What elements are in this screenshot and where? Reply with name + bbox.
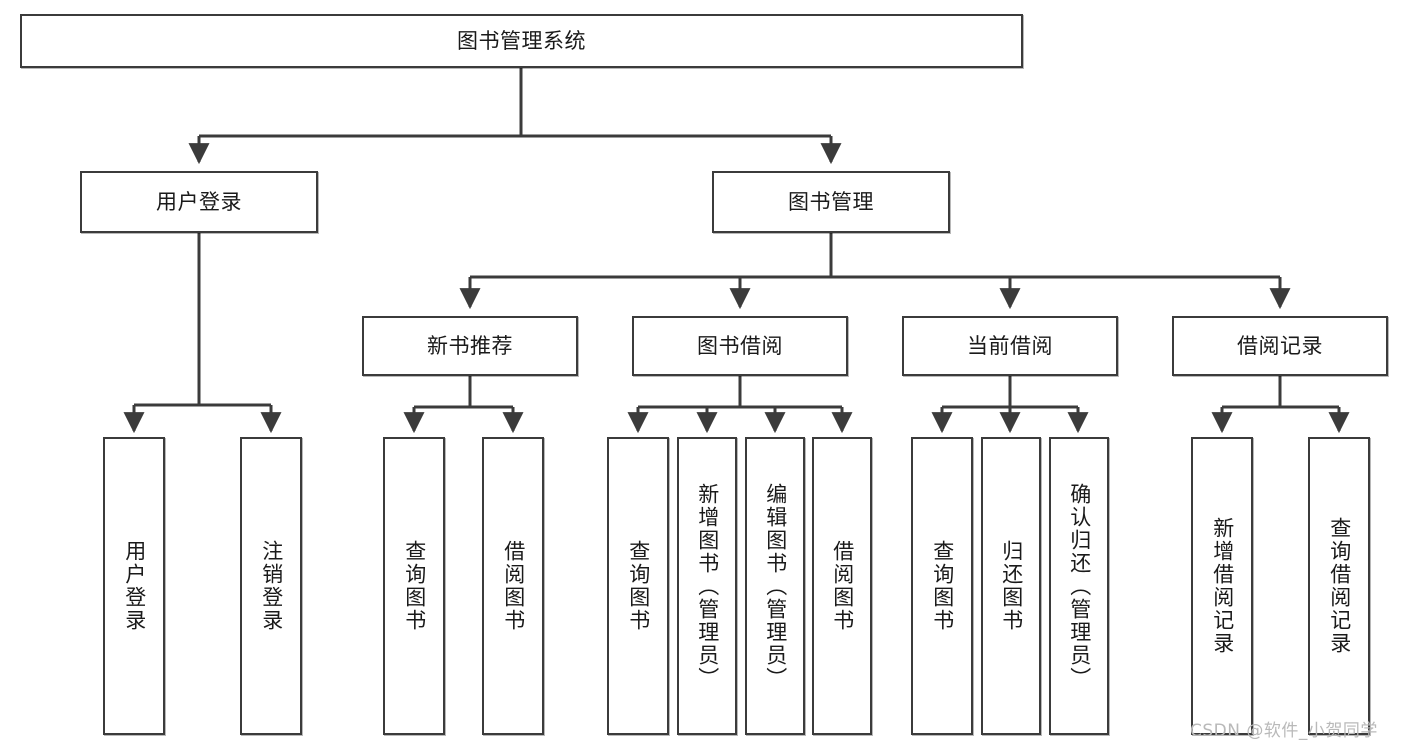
node-label: 借阅图书: [501, 540, 526, 632]
leaf-query-book-new-recommendation[interactable]: 查询图书: [383, 437, 445, 735]
leaf-logout[interactable]: 注销登录: [240, 437, 302, 735]
node-user-login[interactable]: 用户登录: [80, 171, 318, 233]
node-borrow-record[interactable]: 借阅记录: [1172, 316, 1388, 376]
node-label: 查询图书: [402, 540, 427, 632]
node-label: 编辑图书（管理员）: [763, 482, 788, 690]
node-label: 当前借阅: [967, 333, 1053, 358]
csdn-watermark: CSDN @软件_小贺同学: [1190, 721, 1378, 741]
node-label: 借阅记录: [1237, 333, 1323, 358]
leaf-query-book-borrow[interactable]: 查询图书: [607, 437, 669, 735]
node-label: 查询图书: [626, 540, 651, 632]
node-label: 借阅图书: [830, 540, 855, 632]
node-label: 用户登录: [156, 189, 242, 214]
leaf-borrow-book-new-recommendation[interactable]: 借阅图书: [482, 437, 544, 735]
node-label: 新增借阅记录: [1210, 517, 1235, 655]
node-label: 图书管理: [788, 189, 874, 214]
node-label: 归还图书: [999, 540, 1024, 632]
node-label: 注销登录: [259, 540, 284, 632]
node-label: 图书借阅: [697, 333, 783, 358]
node-label: 确认归还（管理员）: [1067, 482, 1092, 690]
leaf-borrow-book-borrow[interactable]: 借阅图书: [812, 437, 872, 735]
node-label: 新增图书（管理员）: [695, 482, 720, 690]
node-label: 查询借阅记录: [1327, 517, 1352, 655]
node-new-book-recommendation[interactable]: 新书推荐: [362, 316, 578, 376]
leaf-query-book-current-borrow[interactable]: 查询图书: [911, 437, 973, 735]
node-book-borrow[interactable]: 图书借阅: [632, 316, 848, 376]
leaf-return-book[interactable]: 归还图书: [981, 437, 1041, 735]
node-label: 新书推荐: [427, 333, 513, 358]
node-label: 查询图书: [930, 540, 955, 632]
node-root-book-management-system[interactable]: 图书管理系统: [20, 14, 1023, 68]
leaf-query-borrow-record[interactable]: 查询借阅记录: [1308, 437, 1370, 735]
node-book-management[interactable]: 图书管理: [712, 171, 950, 233]
node-current-borrow[interactable]: 当前借阅: [902, 316, 1118, 376]
leaf-add-borrow-record[interactable]: 新增借阅记录: [1191, 437, 1253, 735]
leaf-add-book-admin[interactable]: 新增图书（管理员）: [677, 437, 737, 735]
node-label: 用户登录: [122, 540, 147, 632]
leaf-confirm-return-admin[interactable]: 确认归还（管理员）: [1049, 437, 1109, 735]
leaf-edit-book-admin[interactable]: 编辑图书（管理员）: [745, 437, 805, 735]
node-label: 图书管理系统: [457, 28, 586, 53]
leaf-user-login[interactable]: 用户登录: [103, 437, 165, 735]
